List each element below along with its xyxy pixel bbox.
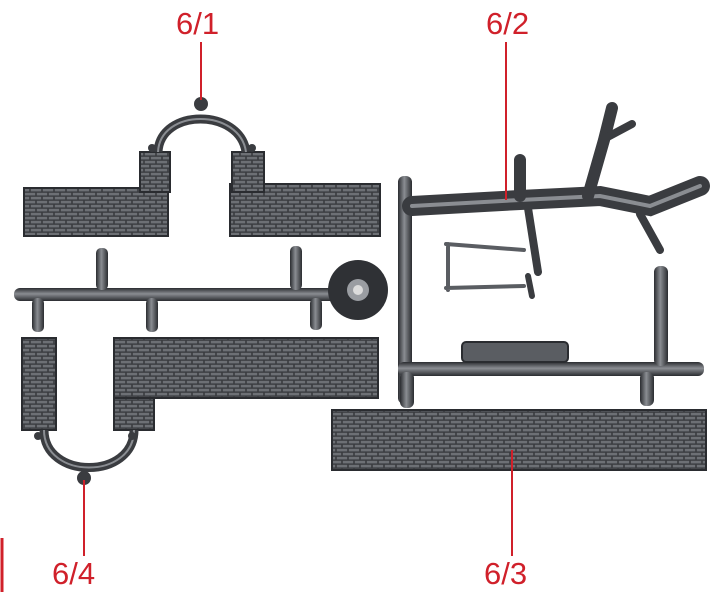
u-curve xyxy=(39,429,139,472)
brick-panel-left xyxy=(23,187,169,237)
u-bottom-knob xyxy=(77,471,91,485)
sprue-runner-left xyxy=(14,246,388,332)
callout-6-1: 6/1 xyxy=(176,6,220,41)
callout-leaders xyxy=(0,42,513,592)
brick-column-left xyxy=(21,337,57,431)
sprue-label-tag xyxy=(461,341,569,363)
sprue-frame-right xyxy=(398,176,704,408)
callout-6-2: 6/2 xyxy=(486,6,530,41)
brick-panel-wide xyxy=(331,409,707,471)
part-6-3-long-wall xyxy=(331,409,707,471)
arch-curve xyxy=(153,114,251,154)
brick-pillar-right xyxy=(231,151,265,193)
part-6-1-arch-wall xyxy=(23,97,381,237)
arch-keystone xyxy=(194,97,208,111)
brick-pillar-left xyxy=(139,151,171,193)
callout-6-4: 6/4 xyxy=(52,556,96,591)
brick-panel-long xyxy=(113,337,379,399)
part-6-2-branch xyxy=(402,102,710,299)
part-6-4-u-wall xyxy=(21,337,379,485)
callout-6-3: 6/3 xyxy=(484,556,528,591)
